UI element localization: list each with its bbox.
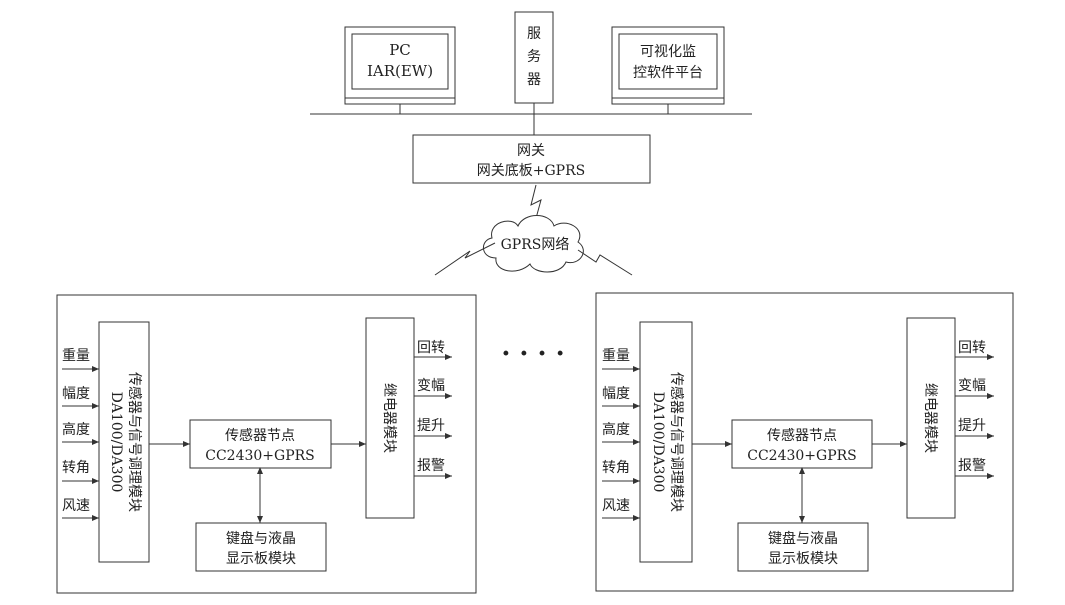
output-slewing: 回转 <box>958 340 986 356</box>
output-slewing: 回转 <box>417 340 445 356</box>
viz-label-line1: 可视化监 <box>640 44 696 60</box>
visualization-monitor: 可视化监 控软件平台 <box>611 26 725 105</box>
server-char-3: 器 <box>527 72 541 88</box>
output-hoisting: 提升 <box>417 418 445 434</box>
gprs-cloud-icon: GPRS网络 <box>483 215 584 273</box>
crane-unit-1: 重量 幅度 高度 转角 风速 传感器与信号调理模块 DA100/DA300 传感… <box>56 294 477 594</box>
input-weight: 重量 <box>602 348 630 364</box>
output-alarm: 报警 <box>417 458 445 474</box>
output-hoisting: 提升 <box>958 418 986 434</box>
sensor-node-model: CC2430+GPRS <box>747 448 857 464</box>
lightning-bolt-icon <box>530 184 542 223</box>
server: 服 务 器 <box>514 11 554 104</box>
keyboard-lcd-label-line1: 键盘与液晶 <box>226 530 296 547</box>
sensor-module-model: DA100/DA300 <box>108 392 124 493</box>
input-height: 高度 <box>602 421 630 438</box>
input-weight: 重量 <box>62 348 90 364</box>
server-char-2: 务 <box>527 49 541 65</box>
pc-monitor: PC IAR(EW) <box>344 26 456 105</box>
sensor-module-label: 传感器与信号调理模块 <box>126 372 143 512</box>
sensor-module-model: DA100/DA300 <box>650 392 666 493</box>
sensor-module-label: 传感器与信号调理模块 <box>668 372 685 512</box>
crane-unit-2: 重量 幅度 高度 转角 风速 传感器与信号调理模块 DA100/DA300 传感… <box>595 292 1014 592</box>
sensor-node-model: CC2430+GPRS <box>205 448 315 464</box>
viz-label-line2: 控软件平台 <box>633 65 703 81</box>
output-alarm: 报警 <box>958 458 986 474</box>
keyboard-lcd-label-line2: 显示板模块 <box>226 551 296 567</box>
gateway-line2: 网关底板+GPRS <box>477 163 585 179</box>
sensor-node-label: 传感器节点 <box>225 427 295 444</box>
ellipsis: · · · · <box>501 339 564 369</box>
lightning-bolt-left-icon <box>434 242 496 276</box>
input-wind-speed: 风速 <box>602 498 630 514</box>
gateway-box: 网关 网关底板+GPRS <box>412 134 651 184</box>
pc-label-line2: IAR(EW) <box>367 62 433 80</box>
input-rotation: 转角 <box>602 460 630 476</box>
gateway-line1: 网关 <box>517 143 545 159</box>
sensor-node-label: 传感器节点 <box>767 427 837 444</box>
relay-module-label: 继电器模块 <box>922 383 938 453</box>
server-char-1: 服 <box>527 26 541 42</box>
input-amplitude: 幅度 <box>62 386 90 402</box>
pc-label-line1: PC <box>389 41 411 59</box>
input-amplitude: 幅度 <box>602 386 630 402</box>
relay-module-label: 继电器模块 <box>381 383 397 453</box>
keyboard-lcd-label-line2: 显示板模块 <box>768 551 838 567</box>
gprs-network-label: GPRS网络 <box>501 237 570 253</box>
input-rotation: 转角 <box>62 460 90 476</box>
input-wind-speed: 风速 <box>62 498 90 514</box>
output-luffing: 变幅 <box>958 378 986 394</box>
output-luffing: 变幅 <box>417 378 445 394</box>
lightning-bolt-right-icon <box>577 249 633 276</box>
keyboard-lcd-label-line1: 键盘与液晶 <box>768 530 838 547</box>
input-height: 高度 <box>62 421 90 438</box>
